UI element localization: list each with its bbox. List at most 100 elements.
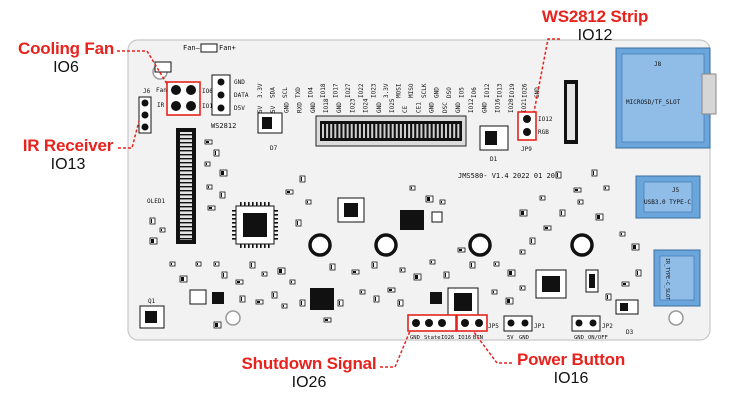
callout-ws2812-strip: WS2812 Strip IO12 — [530, 8, 660, 44]
header-pin-label: IO18 — [320, 83, 327, 98]
header-pin-label: CE — [402, 105, 409, 113]
header-pin-label: IO16 — [495, 98, 502, 113]
callout-ir-receiver-title: IR Receiver — [22, 136, 114, 155]
header-pin-label: 5V — [257, 105, 264, 113]
callout-power-button-title: Power Button — [516, 350, 626, 369]
passive-components — [149, 139, 642, 329]
header-pin-label: GND — [429, 102, 436, 113]
header-pin-label: IO12 — [484, 83, 491, 98]
fan-ir-jumpers: IO6 IO13 Fan IR — [154, 61, 217, 116]
svg-text:IO26: IO26 — [441, 335, 454, 341]
header-pin-label: IO5 — [459, 87, 466, 98]
header-pin-label: IO4 — [307, 87, 314, 98]
header-pin-label: GND — [310, 102, 317, 113]
header-pin-label: IO20 — [508, 98, 515, 113]
header-pin-label: IO25 — [389, 98, 396, 113]
jp1-header: JP1 5V GND — [503, 315, 545, 341]
d3-diode: D3 — [615, 299, 639, 336]
svg-text:JP5: JP5 — [488, 323, 499, 330]
standoff-holes — [308, 233, 594, 257]
mounting-hole — [225, 310, 241, 326]
svg-text:Q1: Q1 — [148, 298, 156, 305]
header-pin-label: IO6 — [471, 87, 478, 98]
callout-shutdown-signal-pin: IO26 — [291, 374, 327, 391]
callout-ir-receiver-pin: IO13 — [50, 156, 86, 173]
svg-text:IO16: IO16 — [458, 335, 471, 341]
usb-c-port: J5 USB3.0 TYPE-C — [635, 175, 701, 219]
header-pin-label: SDA — [270, 87, 277, 98]
ws2812-header: GND DATA D5V WS2812 — [211, 74, 249, 130]
header-pin-label: CE1 — [415, 102, 422, 113]
callout-ws2812-strip-pin: IO12 — [577, 27, 613, 44]
header-pin-label: IO24 — [363, 98, 370, 113]
oled-label: OLED1 — [147, 198, 165, 205]
callout-cooling-fan: Cooling Fan IO6 — [18, 40, 114, 76]
svg-text:J6: J6 — [143, 88, 151, 95]
header-pin-label: IO22 — [358, 83, 365, 98]
q1-transistor: Q1 — [139, 298, 165, 329]
side-connector: IR_TYPE-C_SLOT — [653, 249, 701, 307]
fan-header: Fan– Fan+ — [183, 43, 236, 53]
svg-text:State: State — [424, 335, 441, 341]
callout-ws2812-strip-title: WS2812 Strip — [541, 7, 649, 26]
gpio-header — [315, 115, 467, 147]
svg-text:GND: GND — [519, 335, 529, 341]
header-pin-label: GND — [336, 102, 343, 113]
mounting-hole — [668, 310, 684, 326]
header-pin-label: 5V — [270, 105, 277, 113]
svg-text:Fan: Fan — [156, 87, 167, 94]
header-pin-label: IO13 — [496, 83, 503, 98]
header-pin-label: MOSI — [396, 83, 403, 98]
header-pin-label: TXD — [295, 87, 302, 98]
main-controller-chip — [232, 202, 278, 248]
header-pin-label: RXD — [297, 102, 304, 113]
svg-text:GND: GND — [234, 79, 245, 86]
svg-text:WS2812: WS2812 — [211, 122, 236, 130]
svg-text:5V: 5V — [507, 335, 514, 341]
header-pin-label: GND — [455, 102, 462, 113]
header-pin-label: IO21 — [521, 98, 528, 113]
svg-text:IR_TYPE-C_SLOT: IR_TYPE-C_SLOT — [664, 258, 670, 300]
small-ics — [189, 197, 599, 317]
svg-text:GND: GND — [574, 335, 584, 341]
callout-power-button-pin: IO16 — [553, 370, 589, 387]
svg-text:IO6: IO6 — [202, 88, 213, 95]
jp9-jumper: IO12 RGB JP9 — [517, 111, 553, 153]
callout-power-button: Power Button IO16 — [512, 351, 630, 387]
callout-ir-receiver: IR Receiver IO13 — [18, 137, 118, 173]
d7-diode: D7 — [257, 112, 283, 152]
oled-connector — [176, 128, 196, 244]
callout-shutdown-signal: Shutdown Signal IO26 — [238, 355, 380, 391]
header-pin-label: MISO — [408, 83, 415, 98]
microsd-slot: J8 MICROSD/TF_SLOT — [615, 47, 717, 149]
svg-text:Fan–: Fan– — [183, 44, 201, 52]
header-pin-label: SCL — [282, 87, 289, 98]
svg-text:J5: J5 — [672, 187, 680, 194]
header-pin-label: GND — [283, 102, 290, 113]
svg-text:D5V: D5V — [234, 105, 245, 112]
header-pin-label: DSC — [442, 102, 449, 113]
svg-text:GND: GND — [410, 335, 420, 341]
ir-receiver-header: J6 — [138, 88, 152, 134]
header-pin-label: GND — [376, 102, 383, 113]
svg-text:MICROSD/TF_SLOT: MICROSD/TF_SLOT — [626, 99, 681, 106]
svg-text:JP2: JP2 — [602, 323, 613, 330]
svg-text:D7: D7 — [270, 145, 278, 152]
svg-text:ON/OFF: ON/OFF — [588, 335, 608, 341]
callout-cooling-fan-pin: IO6 — [53, 59, 79, 76]
header-pin-label: SCLK — [421, 83, 428, 98]
svg-text:IR: IR — [157, 102, 165, 109]
callout-leaders — [117, 38, 560, 368]
header-pin-label: IO27 — [345, 83, 352, 98]
d1-diode: D1 — [479, 125, 509, 163]
svg-text:D3: D3 — [626, 329, 634, 336]
callout-shutdown-signal-title: Shutdown Signal — [241, 354, 377, 373]
header-pin-label: GND — [433, 87, 440, 98]
svg-text:USB3.0 TYPE-C: USB3.0 TYPE-C — [644, 199, 691, 206]
header-pin-label: GND — [481, 102, 488, 113]
header-pin-label: IO19 — [509, 83, 516, 98]
header-pin-label: 3.3V — [383, 83, 390, 98]
shutdown-header: GND State IO26 — [407, 314, 457, 341]
svg-text:J8: J8 — [654, 61, 662, 68]
